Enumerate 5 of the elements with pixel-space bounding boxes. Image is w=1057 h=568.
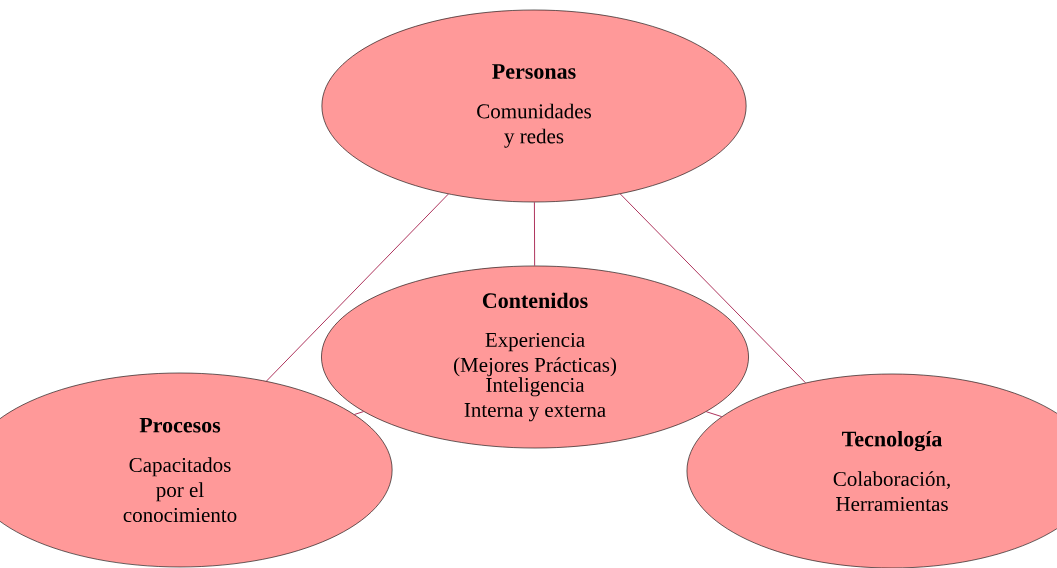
connector-line	[705, 411, 723, 417]
connector-line	[266, 193, 449, 382]
connector-line	[354, 411, 364, 415]
connector-line	[619, 193, 806, 384]
connector-line	[534, 201, 536, 267]
